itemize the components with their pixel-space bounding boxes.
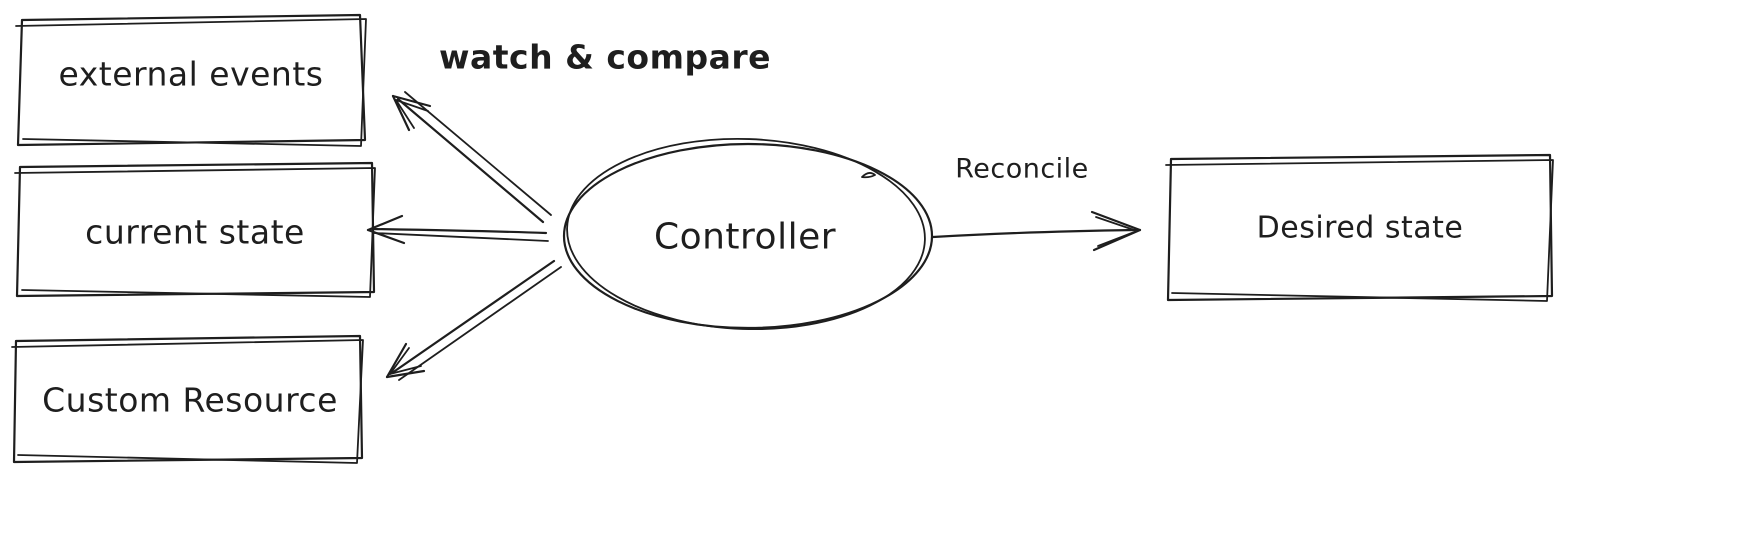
reconcile-label: Reconcile <box>955 153 1089 185</box>
arrow-controller-to-desired-state <box>931 210 1142 252</box>
external-events-box <box>15 13 367 147</box>
current-state-label: current state <box>85 212 305 252</box>
watch-and-compare-label: watch & compare <box>438 37 772 77</box>
arrow-controller-to-custom-resource <box>385 259 562 381</box>
external-events-label: external events <box>58 54 324 94</box>
custom-resource-label: Custom Resource <box>42 380 338 420</box>
arrow-controller-to-external-events <box>391 91 552 224</box>
custom-resource-box <box>11 334 364 464</box>
desired-state-box <box>1165 153 1554 302</box>
controller-ellipse <box>562 137 934 331</box>
arrow-controller-to-current-state <box>366 214 549 245</box>
pen-squiggle <box>861 172 876 179</box>
desired-state-label: Desired state <box>1256 210 1464 246</box>
controller-label: Controller <box>653 216 837 258</box>
